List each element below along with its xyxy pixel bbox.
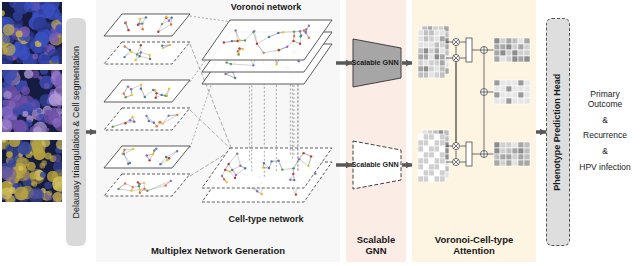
attention-wire [472, 154, 482, 155]
flow-arrow [402, 61, 412, 65]
stage-title: Voronoi-Cell-type Attention [416, 235, 532, 257]
projection-bar [466, 38, 472, 62]
attention-wire [460, 146, 466, 147]
band-label: Phenotype Prediction Head [553, 73, 563, 190]
interlayer-link [290, 52, 291, 156]
feature-grid [494, 80, 530, 104]
interlayer-link [297, 68, 298, 172]
attention-wire [456, 42, 457, 146]
projection-line [190, 16, 232, 22]
network-plane [202, 148, 332, 188]
network-layer: Voronoi network [196, 2, 336, 110]
gnn-block: Scalable GNN [352, 38, 402, 88]
flow-arrow [336, 61, 352, 65]
attention-wire [472, 50, 482, 51]
network-plane [104, 146, 190, 168]
interlayer-link [276, 69, 277, 173]
microscopy-image [2, 140, 62, 202]
network-plane [202, 32, 332, 72]
feature-grid [422, 130, 449, 178]
multiply-op [453, 55, 460, 62]
layer-label: Cell-type network [228, 214, 303, 224]
block-label: Scalable GNN [351, 59, 398, 67]
flow-arrow [402, 163, 412, 167]
flow-arrow [336, 163, 352, 167]
interlayer-link [293, 53, 294, 157]
feature-grid [494, 38, 530, 62]
feature-grid [418, 30, 445, 78]
prediction-head: Phenotype Prediction Head [546, 18, 570, 246]
gnn-block: Scalable GNN [352, 140, 402, 190]
outcome-label: & [602, 116, 608, 126]
interlayer-link [249, 59, 250, 163]
microscopy-image [2, 2, 62, 64]
attention-wire [456, 58, 457, 162]
attention-wire [446, 162, 456, 163]
stage-panel: Multiplex Network Generation Voronoi netw… [96, 0, 340, 262]
network-plane [104, 174, 190, 196]
outcome-label: & [602, 147, 608, 157]
stage-panel: Scalable GNN Scalable GNN Scalable GNN [346, 0, 406, 262]
interlayer-link [297, 69, 298, 173]
interlayer-link [264, 75, 265, 179]
interlayer-link [251, 69, 252, 173]
flow-arrow [86, 130, 96, 134]
network-plane [104, 80, 190, 102]
multiply-op [453, 159, 460, 166]
network-layer: Cell-type network [196, 120, 336, 226]
attention-wire [460, 162, 466, 163]
network-plane [104, 14, 190, 36]
network-plane [202, 162, 332, 202]
network-plane [104, 108, 190, 130]
attention-wire [446, 42, 456, 43]
flow-arrow [536, 130, 546, 134]
multiply-op [453, 143, 460, 150]
outcome-list: Primary Outcome & Recurrence & HPV infection [574, 90, 636, 173]
band-label: Delaunay triangulation & Cell segmentati… [71, 46, 81, 219]
stage-panel: Voronoi-Cell-type Attention [412, 0, 536, 262]
interlayer-link [292, 57, 293, 161]
attention-wire [488, 92, 494, 93]
microscopy-image [2, 70, 62, 132]
outcome-label: Primary Outcome [574, 90, 636, 110]
attention-wire [486, 50, 494, 51]
projection-line [190, 150, 232, 176]
network-plane [202, 20, 332, 60]
feature-grid [418, 134, 445, 182]
attention-wire [446, 146, 456, 147]
network-plane [104, 42, 190, 64]
attention-wire [484, 96, 485, 150]
multiply-op [453, 39, 460, 46]
stage-title: Scalable GNN [350, 235, 402, 257]
add-op [481, 47, 488, 54]
attention-wire [460, 42, 466, 43]
attention-wire [446, 58, 456, 59]
attention-wire [460, 58, 466, 59]
add-op [481, 151, 488, 158]
attention-wire [486, 154, 494, 155]
feature-grid [494, 142, 530, 166]
projection-line [190, 22, 232, 148]
preprocessing-band: Delaunay triangulation & Cell segmentati… [66, 18, 86, 246]
feature-grid [422, 26, 449, 74]
projection-bar [466, 142, 472, 166]
projection-line [190, 110, 232, 150]
outcome-label: Recurrence [583, 131, 627, 141]
add-op [481, 89, 488, 96]
block-label: Scalable GNN [351, 161, 398, 169]
projection-line [190, 44, 232, 150]
outcome-label: HPV infection [579, 163, 631, 173]
layer-label: Voronoi network [231, 2, 301, 12]
network-plane [202, 44, 332, 84]
attention-wire [484, 54, 485, 88]
projection-line [190, 22, 232, 82]
stage-title: Multiplex Network Generation [151, 246, 285, 257]
